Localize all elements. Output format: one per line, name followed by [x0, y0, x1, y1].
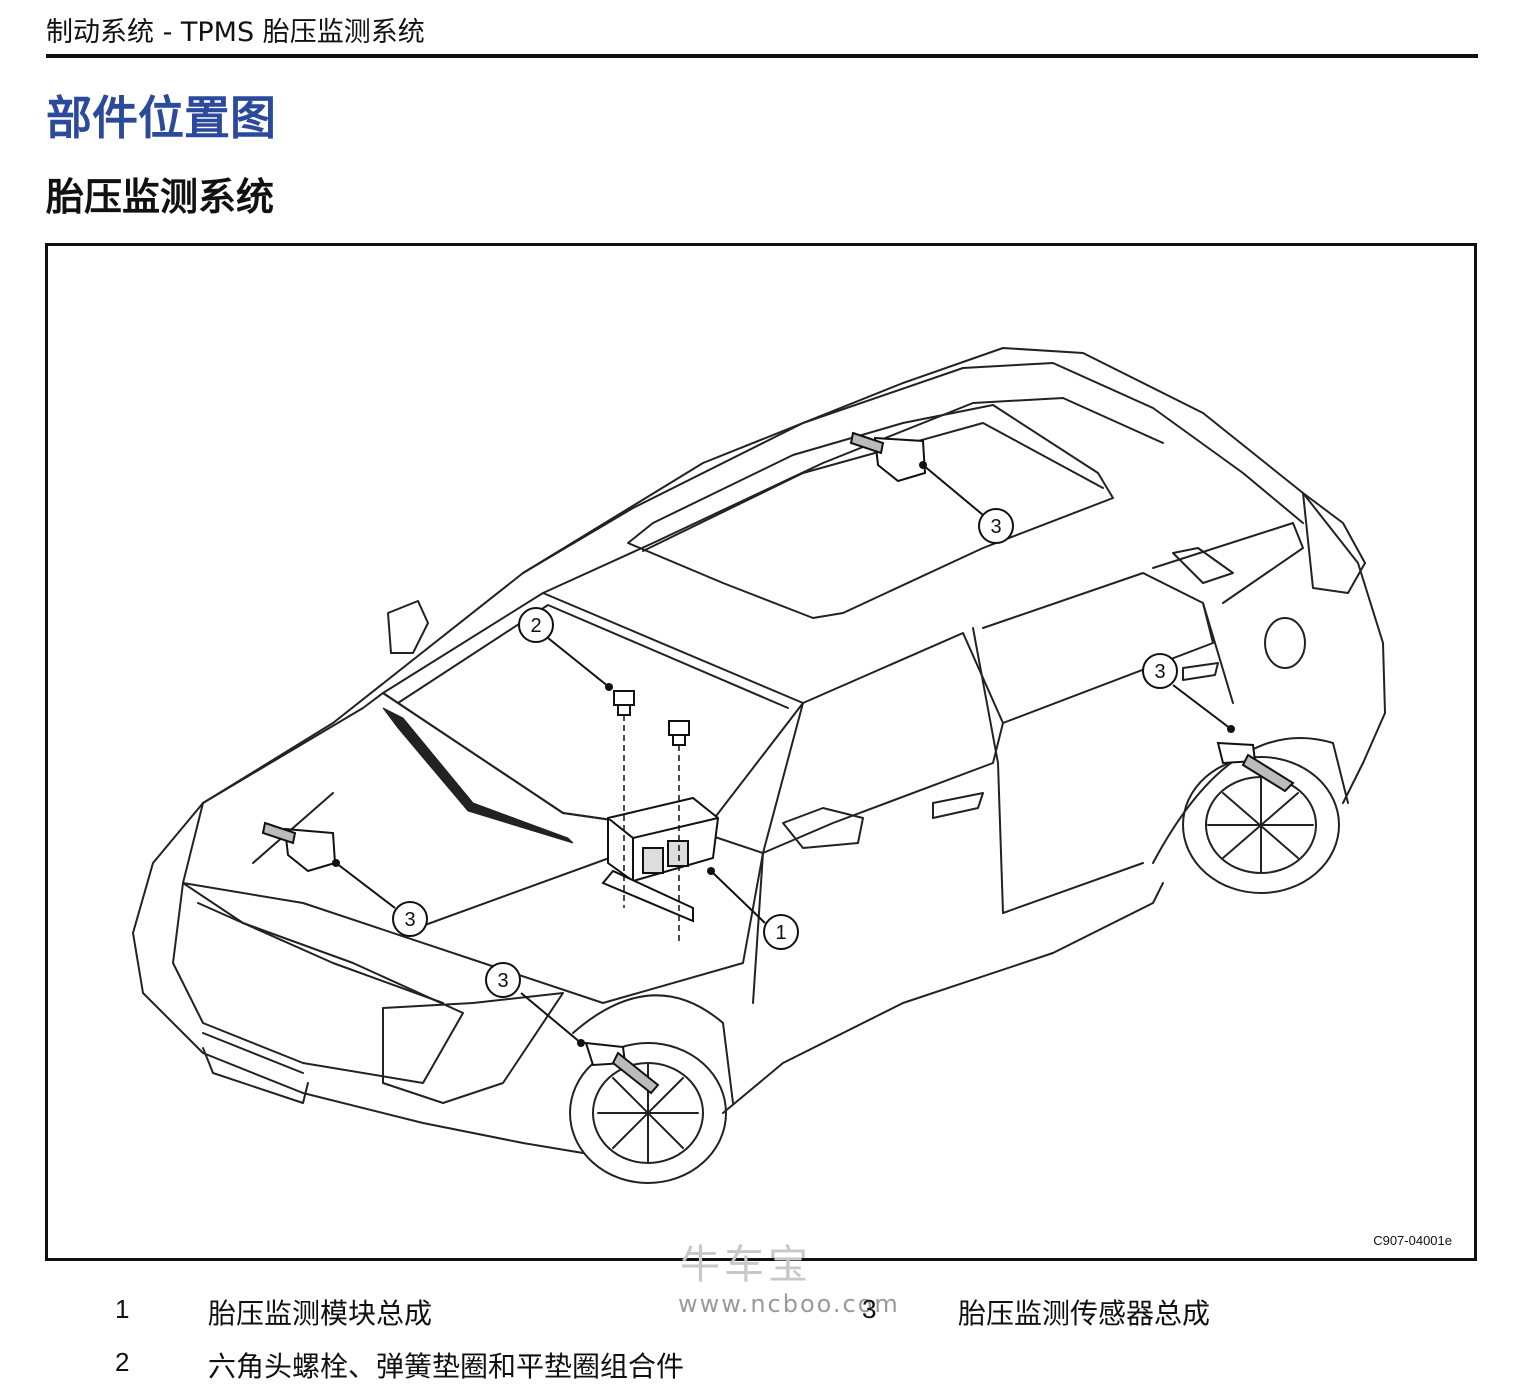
watermark-url: www.ncboo.com	[678, 1290, 900, 1318]
page-title: 部件位置图	[46, 91, 276, 145]
callout-3-front-right: 3	[404, 909, 415, 931]
tpms-sensor-icon	[261, 431, 1295, 1095]
figure-code: C907-04001e	[1373, 1233, 1452, 1248]
callout-2: 2	[530, 615, 541, 637]
callout-1: 1	[775, 922, 786, 944]
bolt-icon	[613, 690, 690, 746]
legend-num-1: 1	[115, 1294, 130, 1324]
watermark-brand: 牛车宝	[680, 1242, 812, 1288]
section-header: 制动系统 - TPMS 胎压监测系统	[46, 17, 425, 48]
page-subtitle: 胎压监测系统	[46, 175, 275, 219]
callout-3-rear-right: 3	[1154, 661, 1165, 683]
car-outline-drawing: 2 1 3 3 3 3	[132, 347, 1386, 1184]
callout-3-front-left: 3	[497, 970, 508, 992]
component-location-figure: 2 1 3 3 3 3 C907-04001e	[45, 243, 1477, 1261]
legend-text-1: 胎压监测模块总成	[208, 1297, 433, 1330]
callout-3-rear-left: 3	[990, 516, 1001, 538]
header-rule	[46, 54, 1478, 58]
legend-num-2: 2	[115, 1347, 130, 1377]
legend-text-2: 六角头螺栓、弹簧垫圈和平垫圈组合件	[208, 1350, 685, 1383]
legend-num-3: 3	[862, 1294, 877, 1324]
tpms-module-icon	[601, 796, 720, 923]
legend-text-3: 胎压监测传感器总成	[958, 1297, 1211, 1330]
